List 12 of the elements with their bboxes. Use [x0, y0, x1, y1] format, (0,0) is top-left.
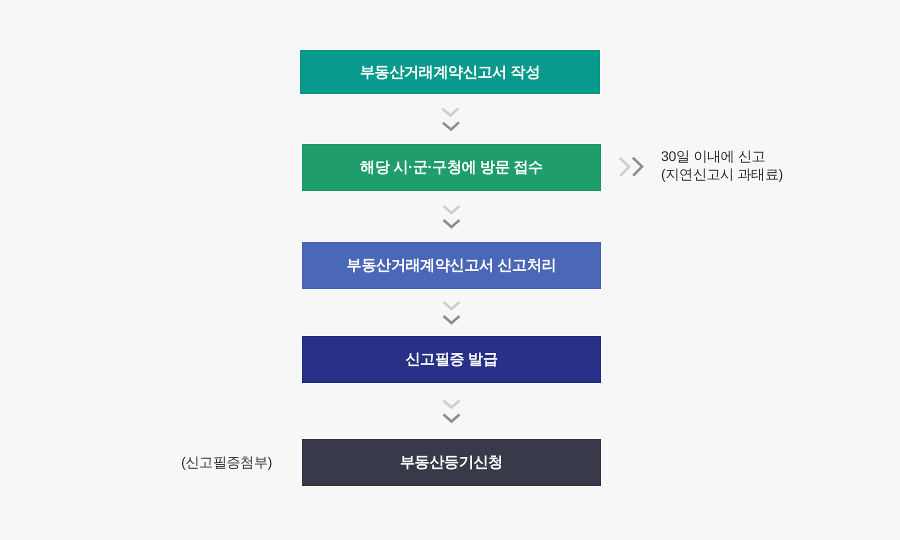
- chevron-arrow: [618, 156, 644, 178]
- process-box: 부동산등기신청: [302, 439, 601, 486]
- note-text: 30일 이내에 신고 (지연신고시 과태료): [661, 147, 801, 185]
- chevron-arrow: [441, 107, 460, 132]
- process-box: 부동산거래계약신고서 작성: [300, 50, 600, 94]
- process-box: 부동산거래계약신고서 신고처리: [302, 242, 601, 289]
- chevron-arrow: [442, 204, 461, 229]
- chevron-arrow: [442, 399, 461, 424]
- side-note: (신고필증첨부): [181, 453, 272, 472]
- chevron-arrow: [442, 300, 461, 325]
- process-box: 해당 시·군·구청에 방문 접수: [302, 144, 601, 191]
- process-box: 신고필증 발급: [302, 336, 601, 383]
